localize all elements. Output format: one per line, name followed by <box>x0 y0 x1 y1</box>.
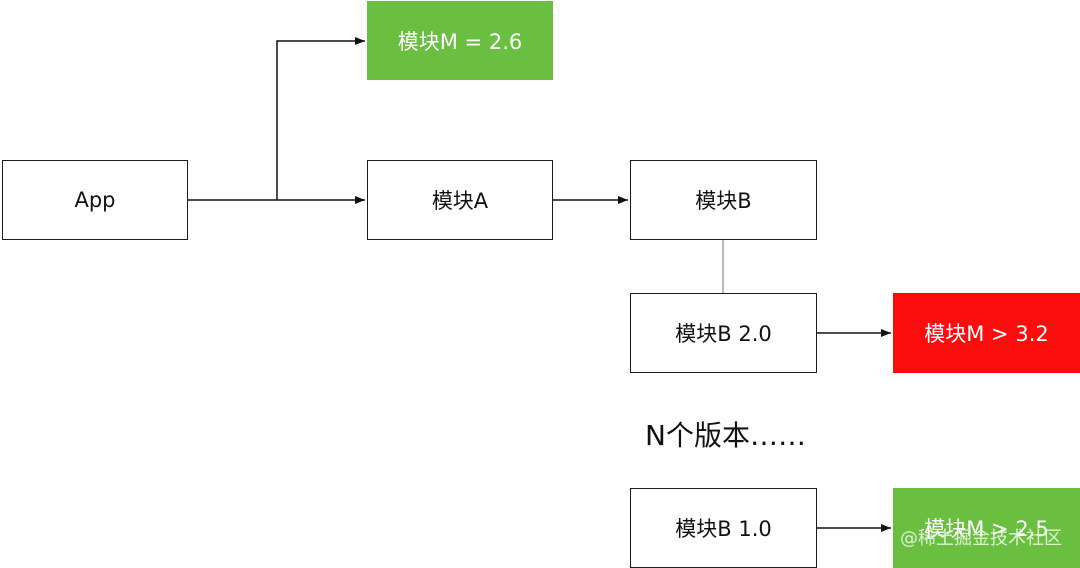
node-module-b: 模块B <box>630 160 817 240</box>
node-module-a-label: 模块A <box>431 189 489 213</box>
node-app-label: App <box>74 188 116 212</box>
node-module-a: 模块A <box>367 160 553 240</box>
node-module-m-2-5-label: 模块M > 2.5 <box>924 517 1049 541</box>
node-module-m-2-5: 模块M > 2.5 <box>893 488 1080 568</box>
watermark: @稀土掘金技术社区 <box>900 528 1062 549</box>
edge-app-to-module-m-2-6 <box>276 37 365 200</box>
node-module-m-2-6: 模块M = 2.6 <box>367 1 553 80</box>
node-module-b-1-0: 模块B 1.0 <box>630 488 817 568</box>
node-module-b-2-0-label: 模块B 2.0 <box>675 322 772 346</box>
node-module-m-2-6-label: 模块M = 2.6 <box>397 29 523 54</box>
node-module-b-1-0-label: 模块B 1.0 <box>675 517 772 541</box>
versions-note: N个版本…… <box>645 419 806 452</box>
node-module-b-label: 模块B <box>695 189 752 213</box>
node-module-m-3-2: 模块M > 3.2 <box>893 293 1080 373</box>
node-module-m-3-2-label: 模块M > 3.2 <box>924 322 1049 346</box>
node-module-b-2-0: 模块B 2.0 <box>630 293 817 373</box>
node-app: App <box>2 160 188 240</box>
